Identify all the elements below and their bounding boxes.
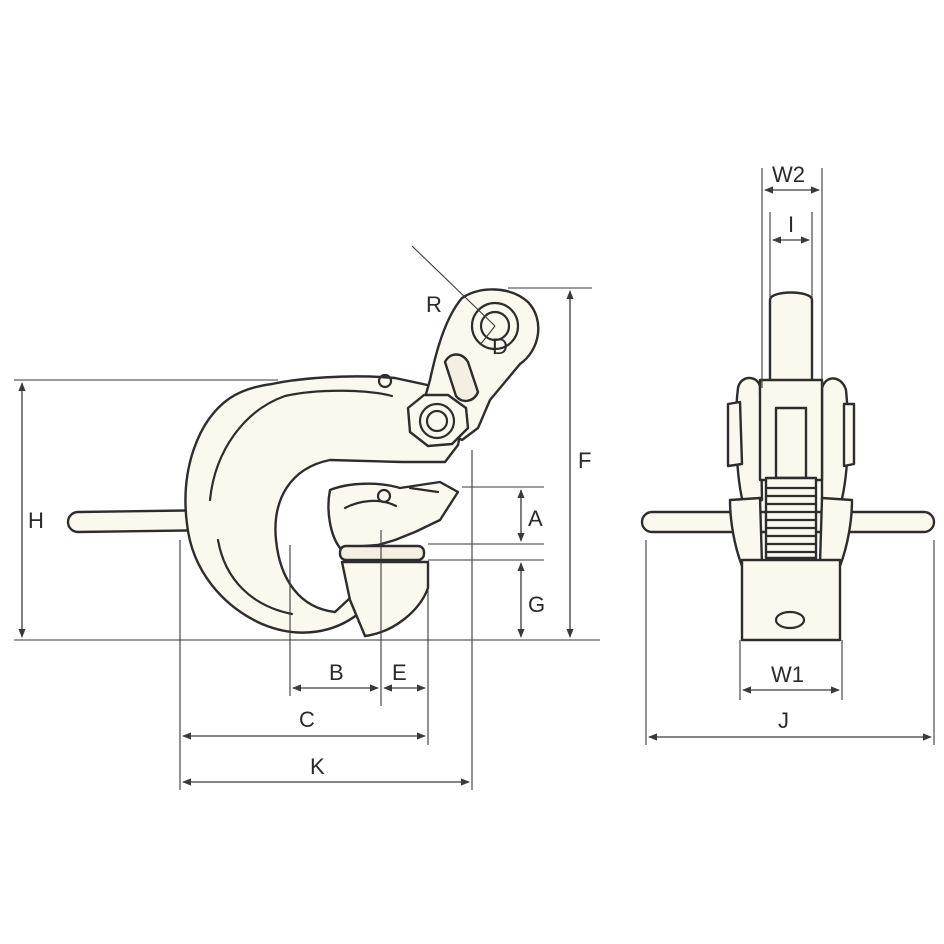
label-w2: W2 — [772, 162, 805, 187]
dim-w2: W2 — [761, 162, 823, 388]
label-i: I — [788, 212, 794, 237]
dim-c: C — [182, 707, 426, 740]
label-h: H — [28, 508, 44, 533]
dim-j: J — [645, 540, 935, 745]
dim-w1: W1 — [739, 640, 843, 700]
front-view: W2 I W1 J — [640, 162, 936, 745]
dim-h: H — [14, 379, 600, 641]
label-k: K — [310, 754, 325, 779]
dim-a: A — [428, 486, 544, 545]
label-b: B — [329, 660, 344, 685]
label-r: R — [426, 292, 442, 317]
dim-g: G — [428, 559, 545, 638]
label-c: C — [299, 707, 315, 732]
front-pad — [740, 558, 842, 642]
side-bottom-pad — [338, 544, 430, 638]
dim-i: I — [769, 212, 813, 300]
label-e: E — [392, 660, 407, 685]
dim-e: E — [383, 660, 426, 692]
label-f: F — [578, 448, 591, 473]
label-w1: W1 — [771, 662, 804, 687]
label-g: G — [528, 592, 545, 617]
label-d: D — [492, 334, 508, 359]
front-screw — [764, 476, 818, 560]
dim-b: B — [292, 660, 379, 692]
side-hex-nut — [406, 393, 470, 448]
dim-f: F — [508, 287, 592, 638]
side-view: R D H F A G — [14, 245, 600, 790]
label-j: J — [778, 708, 789, 733]
side-cam-jaw — [327, 480, 460, 550]
front-eye-link — [758, 291, 824, 482]
dim-k: K — [182, 754, 470, 786]
label-a: A — [528, 506, 543, 531]
front-side-plates — [726, 376, 856, 508]
